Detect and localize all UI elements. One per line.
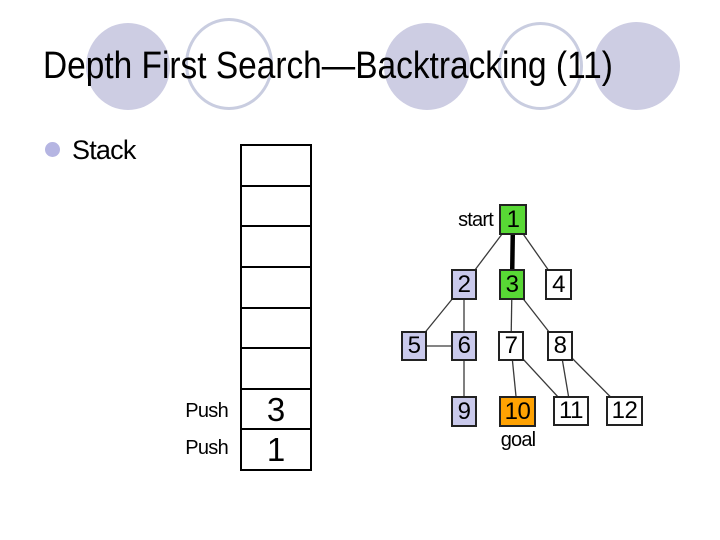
tree-node-7: 7 — [498, 331, 524, 361]
bullet-label: Stack — [72, 135, 136, 165]
decor-circle-outlined-1 — [185, 18, 273, 110]
slide-title: Depth First Search—Backtracking (11) — [43, 45, 613, 87]
tree-node-5: 5 — [401, 331, 427, 361]
tree-node-3: 3 — [499, 269, 525, 300]
tree-node-6: 6 — [451, 331, 477, 361]
stack-cell-7: 3 — [242, 390, 310, 431]
decor-circle-filled-2 — [384, 23, 470, 110]
stack-cell-8: 1 — [266, 431, 286, 469]
start-label: start — [458, 209, 494, 231]
stack-cell-5 — [242, 309, 310, 350]
tree-node-12: 12 — [606, 396, 643, 426]
tree-node-4: 4 — [545, 269, 572, 300]
goal-label: goal — [500, 429, 536, 451]
decor-circle-filled-3 — [593, 22, 680, 110]
bullet-icon — [45, 142, 60, 157]
stack-cell-2 — [242, 187, 310, 228]
tree-node-1: 1 — [499, 204, 527, 235]
push-label-1: Push — [185, 400, 228, 422]
tree-node-2: 2 — [451, 269, 477, 300]
stack-cell-6 — [242, 349, 310, 390]
tree-node-8: 8 — [547, 331, 573, 361]
tree-node-10: 10 — [499, 396, 536, 427]
stack-cell-4 — [242, 268, 310, 309]
decor-circle-filled-1 — [86, 23, 170, 110]
tree-node-9: 9 — [451, 396, 477, 427]
stack-cell-3 — [242, 227, 310, 268]
decor-circle-outlined-2 — [498, 22, 583, 110]
tree-node-11: 11 — [553, 396, 589, 426]
push-label-2: Push — [185, 437, 228, 459]
stack-cell-1 — [242, 146, 310, 187]
